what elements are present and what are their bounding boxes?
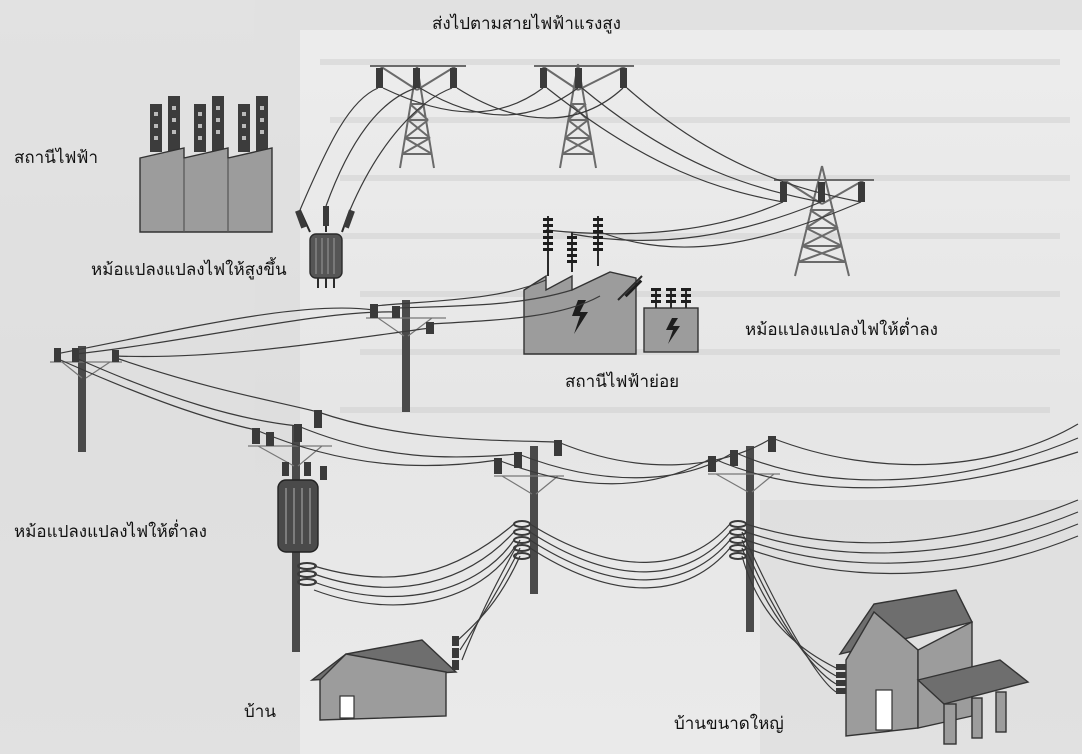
substation-step-down-transformer <box>643 288 699 353</box>
transmission-tower <box>534 63 634 169</box>
power-plant-building <box>139 147 273 233</box>
large-house-door <box>875 689 893 731</box>
house-door <box>339 695 355 719</box>
utility-pole <box>248 410 332 652</box>
large-house-label: บ้านขนาดใหญ่ <box>674 714 784 734</box>
lightning-bolt-icon <box>666 318 680 344</box>
step-down-transformer-substation-label: หม้อแปลงแปลงไฟให้ต่ำลง <box>745 320 938 340</box>
pole-step-down-transformer <box>277 479 319 553</box>
chimney <box>256 96 268 152</box>
chimney <box>168 96 180 152</box>
chimney <box>212 96 224 152</box>
step-down-transformer-box <box>643 307 699 353</box>
substation <box>523 216 643 355</box>
power-plant <box>139 96 273 233</box>
step-down-transformer-pole-label: หม้อแปลงแปลงไฟให้ต่ำลง <box>14 522 207 542</box>
transmission-label: ส่งไปตามสายไฟฟ้าแรงสูง <box>432 14 621 34</box>
step-up-transformer-label: หม้อแปลงแปลงไฟให้สูงขึ้น <box>91 260 287 280</box>
transmission-tower <box>774 165 874 277</box>
lightning-bolt-icon <box>572 300 588 334</box>
large-house <box>836 589 1030 745</box>
house-label: บ้าน <box>244 702 276 722</box>
power-plant-label: สถานีไฟฟ้า <box>14 148 99 168</box>
high-voltage-lines <box>299 87 862 248</box>
utility-pole <box>366 300 446 412</box>
utility-pole <box>50 346 122 452</box>
step-up-transformer <box>295 206 355 288</box>
substation-label: สถานีไฟฟ้าย่อย <box>565 372 680 392</box>
small-house <box>309 636 459 721</box>
porch-roof <box>916 659 1030 705</box>
transmission-tower <box>370 65 466 169</box>
distribution-lines <box>55 279 1079 693</box>
